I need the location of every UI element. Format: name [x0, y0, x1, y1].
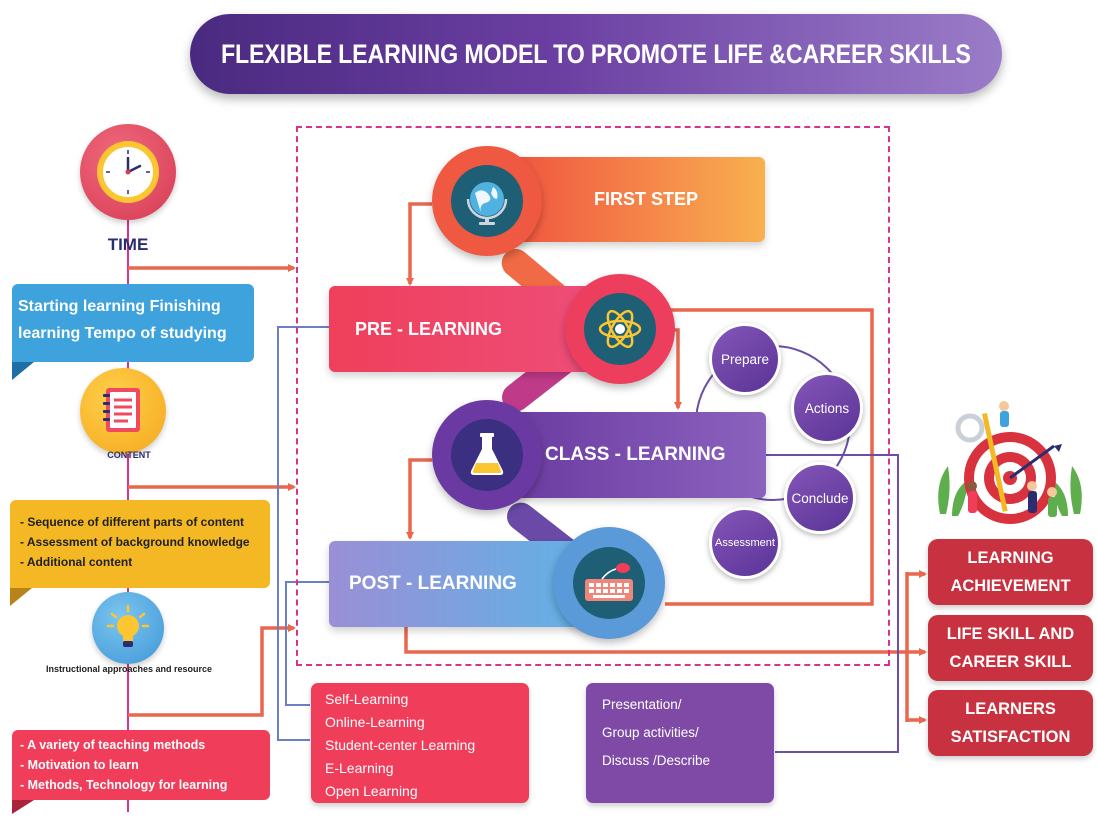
instructional-item: - Methods, Technology for learning	[20, 778, 228, 792]
pre-learning-badge	[565, 274, 675, 384]
instructional-label: Instructional approaches and resource	[45, 664, 213, 674]
time-info-box: Starting learning Finishing learning Tem…	[12, 284, 254, 362]
time-info-fold	[12, 362, 34, 380]
class-learning-label: CLASS - LEARNING	[545, 444, 726, 465]
learning-modes-box: Self-Learning Online-Learning Student-ce…	[311, 683, 529, 803]
outcome-line: LEARNING	[967, 549, 1054, 567]
instructional-item: - Motivation to learn	[20, 758, 139, 772]
instructional-badge	[92, 592, 164, 664]
class-activity-item: Discuss /Describe	[602, 753, 711, 768]
instructional-item: - A variety of teaching methods	[20, 738, 206, 752]
clock-icon	[97, 141, 159, 203]
pre-learning-label: PRE - LEARNING	[355, 318, 503, 339]
post-learning-bar: POST - LEARNING	[329, 541, 597, 627]
content-info-box: - Sequence of different parts of content…	[10, 500, 270, 588]
cycle-conclude: Conclude	[784, 462, 856, 534]
outcome-line: LIFE SKILL AND	[946, 625, 1075, 643]
learning-mode-item: Student-center Learning	[325, 737, 476, 753]
outcome-life-career-skill: LIFE SKILL AND CAREER SKILL	[928, 615, 1093, 681]
content-info-fold	[10, 588, 32, 606]
outcome-learning-achievement: LEARNING ACHIEVEMENT	[928, 539, 1093, 605]
post-learning-label: POST - LEARNING	[349, 573, 517, 594]
outcome-line: CAREER SKILL	[949, 653, 1072, 671]
first-step-label: FIRST STEP	[594, 189, 699, 209]
cycle-actions: Actions	[791, 372, 863, 444]
class-activity-item: Group activities/	[602, 725, 699, 740]
content-badge	[80, 368, 166, 454]
first-step-bar: FIRST STEP	[512, 157, 765, 242]
learning-mode-item: Open Learning	[325, 783, 418, 799]
target-icon	[930, 394, 1090, 534]
lightbulb-icon	[106, 604, 150, 647]
outcome-line: ACHIEVEMENT	[950, 577, 1071, 595]
outcome-line: LEARNERS	[965, 700, 1056, 718]
content-item: - Sequence of different parts of content	[20, 515, 245, 529]
post-learning-badge	[553, 527, 665, 639]
cycle-assessment: Assessment	[709, 507, 781, 579]
keyboard-mouse-icon	[573, 547, 645, 619]
time-badge	[80, 124, 176, 220]
time-label: TIME	[107, 235, 149, 254]
first-step-badge	[432, 146, 542, 256]
learning-mode-item: Online-Learning	[325, 714, 425, 730]
title-banner: FLEXIBLE LEARNING MODEL TO PROMOTE LIFE …	[190, 14, 1002, 94]
pre-learning-bar: PRE - LEARNING	[329, 286, 604, 372]
atom-icon	[584, 293, 656, 365]
instructional-info-fold	[12, 800, 34, 814]
content-item: - Assessment of background knowledge	[20, 535, 250, 549]
content-item: - Additional content	[20, 555, 133, 569]
outcome-line: SATISFACTION	[950, 728, 1071, 746]
flask-icon	[451, 419, 523, 491]
content-label: CONTENT	[107, 450, 151, 460]
class-activities-box: Presentation/ Group activities/ Discuss …	[586, 683, 774, 803]
instructional-info-box: - A variety of teaching methods - Motiva…	[12, 730, 270, 800]
globe-icon	[451, 165, 523, 237]
learning-mode-item: Self-Learning	[325, 691, 409, 707]
class-learning-badge	[432, 400, 542, 510]
class-learning-bar: CLASS - LEARNING	[503, 412, 766, 498]
page-title: FLEXIBLE LEARNING MODEL TO PROMOTE LIFE …	[221, 38, 971, 69]
learning-mode-item: E-Learning	[325, 760, 394, 776]
cycle-prepare: Prepare	[709, 323, 781, 395]
notebook-icon	[103, 388, 140, 432]
class-activity-item: Presentation/	[602, 697, 682, 712]
outcome-learner-satisfaction: LEARNERS SATISFACTION	[928, 690, 1093, 756]
